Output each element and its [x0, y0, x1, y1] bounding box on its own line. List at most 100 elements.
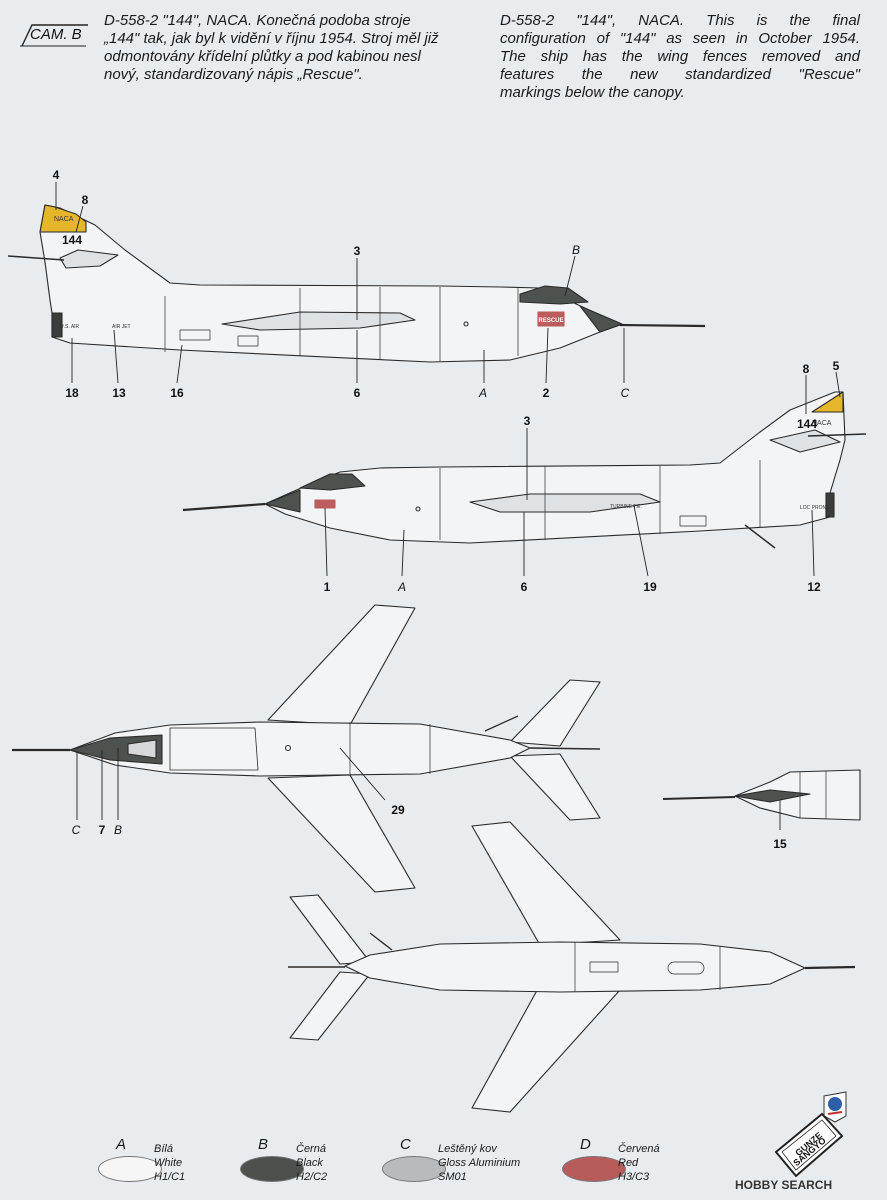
callout-label: 3: [353, 244, 361, 258]
leader-line: [113, 329, 119, 384]
legend-name-en: White: [154, 1157, 183, 1169]
leader-line: [324, 507, 328, 577]
callout-label: 1: [323, 580, 331, 594]
callout-label: 6: [353, 386, 361, 400]
leader-line: [835, 371, 841, 398]
nose-pitot-probe: [619, 323, 706, 328]
underside-plan-view: [288, 821, 856, 1113]
naca-tail-band: [39, 204, 87, 233]
camouflage-tag: CAM. B: [20, 22, 90, 48]
legend-letter: C: [400, 1136, 411, 1153]
legend-names: Černá Black H2/C2: [296, 1142, 327, 1184]
exhaust-nozzle: [825, 492, 835, 518]
marking-text: LOC PRONE: [800, 505, 830, 511]
upper-wing: [267, 604, 416, 726]
color-swatch: [240, 1156, 304, 1182]
czech-line: „144" tak, jak byl k vidění v říjnu 1954…: [104, 30, 439, 47]
access-panel: [179, 329, 211, 341]
marking-text: TURBINE T.E.: [610, 504, 642, 510]
callout-label: B: [113, 823, 123, 837]
fuselage-outline: [39, 204, 621, 363]
legend-name-cz: Leštěný kov: [438, 1143, 497, 1155]
lower-stabilizer: [509, 753, 601, 821]
legend-name-en: Red: [618, 1157, 639, 1169]
marking-text: AIR JET: [112, 324, 131, 330]
color-swatch: [98, 1156, 162, 1182]
lower-wing: [267, 774, 416, 893]
hobby-search-watermark: HOBBY SEARCH: [735, 1178, 833, 1192]
canopy: [519, 285, 589, 305]
fuselage-port: [415, 506, 421, 512]
exhaust-nozzle: [51, 312, 63, 338]
legend-name-cz: Červená: [618, 1143, 660, 1155]
callout-label: 3: [523, 414, 531, 428]
rescue-text: RESCUE: [538, 318, 563, 324]
naca-text: NACA: [812, 420, 832, 427]
color-swatch: [382, 1156, 446, 1182]
callout-label: A: [478, 386, 488, 400]
camouflage-label: CAM. B: [30, 26, 82, 43]
english-line: The ship has the wing fences removed and: [500, 48, 860, 65]
top-plan-view: [12, 604, 601, 893]
fuselage-outline: [264, 391, 846, 544]
left-side-profile: RESCUE NACA 144 U.S. AIR AIR JET: [7, 204, 706, 363]
legend-code: H1/C1: [154, 1171, 186, 1183]
nose-pitot-probe: [662, 796, 736, 800]
gunze-sangyo-logo: GUNZE SANGYO: [774, 1112, 844, 1178]
legend-names: Leštěný kov Gloss Aluminium SM01: [438, 1142, 520, 1184]
nose-antiglare-panel: [734, 789, 811, 803]
english-line: markings below the canopy.: [500, 84, 685, 101]
naca-text: NACA: [54, 216, 74, 223]
callout-label: 13: [112, 386, 126, 400]
legend-letter: B: [258, 1136, 269, 1153]
callout-label: B: [571, 243, 581, 257]
tail-probe: [7, 255, 65, 261]
rescue-marking: [537, 311, 565, 327]
leader-line: [75, 205, 84, 233]
kpm-logo: [823, 1091, 847, 1123]
color-swatch: [562, 1156, 626, 1182]
tail-number: 144: [62, 233, 82, 247]
callout-label: 5: [832, 359, 840, 373]
leader-line: [633, 505, 649, 577]
callout-label: C: [71, 823, 81, 837]
canopy-glass: [127, 739, 157, 759]
lower-wing: [471, 984, 621, 1113]
legend-name-en: Black: [296, 1157, 323, 1169]
callout-label: 8: [81, 193, 89, 207]
leader-line: [401, 529, 405, 577]
tail-probe: [807, 433, 867, 437]
access-panel: [679, 515, 707, 527]
nose-detail: [662, 769, 861, 821]
legend-code: SM01: [438, 1171, 467, 1183]
cockpit-hatch: [169, 727, 259, 771]
tail-antenna: [484, 715, 519, 732]
access-panel: [589, 961, 619, 973]
callout-label: 2: [542, 386, 550, 400]
callout-label: 18: [65, 386, 79, 400]
leader-line: [564, 255, 576, 297]
access-panel: [667, 961, 705, 975]
canopy: [299, 473, 366, 491]
nose-pitot-probe: [182, 502, 266, 512]
czech-line: nový, standardizovaný nápis „Rescue".: [104, 66, 363, 83]
callout-label: C: [620, 386, 630, 400]
callout-label: 4: [52, 168, 60, 182]
legend-name-en: Gloss Aluminium: [438, 1157, 521, 1169]
legend-name-cz: Černá: [296, 1143, 326, 1155]
callout-label: A: [397, 580, 407, 594]
english-line: features the new standardized "Rescue": [500, 66, 860, 83]
nose-antiglare-panel: [264, 489, 301, 513]
access-panel: [237, 335, 259, 347]
tail-number: 144: [797, 417, 817, 431]
nose-pitot-probe: [804, 965, 856, 970]
tail-probe: [529, 747, 601, 750]
leader-line: [545, 327, 549, 384]
ventral-fin: [369, 932, 393, 951]
english-line: configuration of "144" as seen in Octobe…: [500, 30, 860, 47]
legend-names: Bílá White H1/C1: [154, 1142, 185, 1184]
legend-code: H3/C3: [618, 1171, 650, 1183]
czech-line: D-558-2 "144", NACA. Konečná podoba stro…: [104, 12, 411, 29]
upper-stabilizer: [509, 679, 601, 747]
callout-label: 16: [170, 386, 184, 400]
